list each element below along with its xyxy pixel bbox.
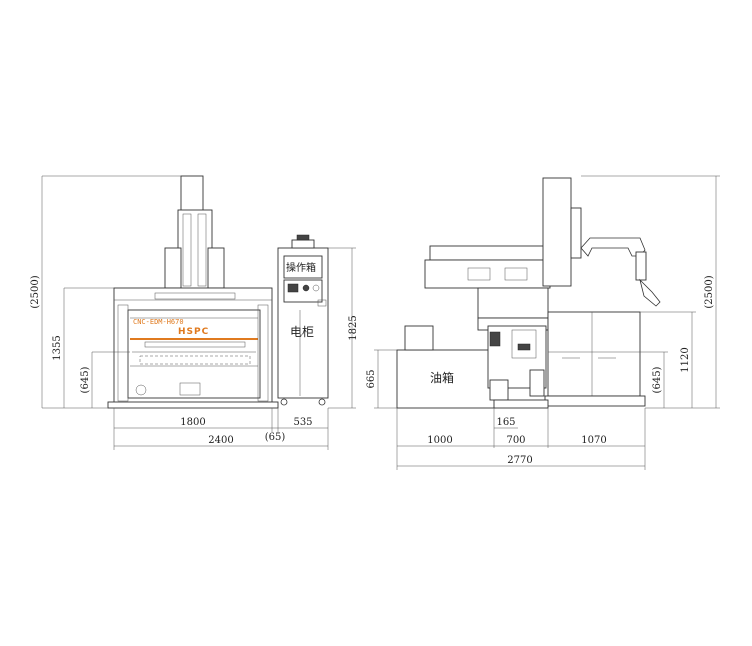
dim-cabinet-height: 1825: [348, 315, 359, 340]
front-view: CNC-EDM-H670 HSPC 操作箱 电柜 (2500) 1355 (64…: [30, 175, 359, 450]
dim-side-body-height: 1120: [680, 347, 691, 372]
dim-gap: (65): [265, 432, 286, 443]
tank-label: 油箱: [430, 370, 454, 385]
dim-offset: 165: [496, 417, 515, 428]
dim-tank-width: 1000: [427, 435, 452, 446]
dim-front-body-height: 1355: [52, 335, 63, 360]
dim-rear-width: 1070: [581, 435, 606, 446]
dim-side-total-width: 2770: [507, 455, 532, 466]
dim-front-table-height: (645): [80, 366, 91, 393]
brand-label: CNC-EDM-H670: [133, 318, 184, 326]
dim-middle-width: 700: [506, 435, 525, 446]
side-view: 油箱 (2500) 1120: [366, 175, 720, 470]
dim-cabinet-width: 535: [293, 417, 312, 428]
dim-side-total-height: (2500): [704, 275, 715, 308]
dim-body-width: 1800: [180, 417, 205, 428]
dim-front-total-width: 2400: [208, 435, 233, 446]
dim-tank-height: 665: [366, 369, 377, 388]
dim-side-table-height: (645): [652, 366, 663, 393]
logo-text: HSPC: [178, 327, 209, 337]
cabinet-label: 电柜: [290, 325, 314, 339]
control-box-label: 操作箱: [286, 261, 316, 274]
dim-front-total-height: (2500): [30, 275, 41, 308]
